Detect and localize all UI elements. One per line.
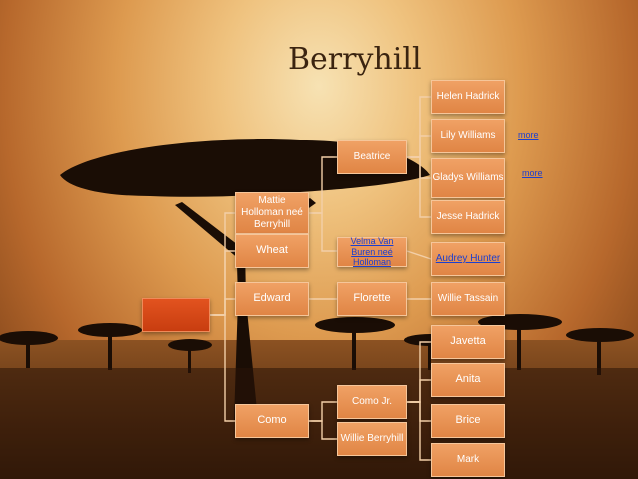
node-edward-label: Edward bbox=[253, 292, 291, 305]
node-audrey[interactable]: Audrey Hunter bbox=[431, 242, 505, 276]
node-audrey-link[interactable]: Audrey Hunter bbox=[435, 253, 501, 264]
node-lily: Lily Williams bbox=[431, 119, 505, 153]
node-velma[interactable]: Velma Van Buren neé Holloman bbox=[337, 235, 407, 268]
node-jesse-label: Jesse Hadrick bbox=[436, 211, 500, 222]
node-como: Como bbox=[235, 404, 309, 438]
node-willie-tassain: Willie Tassain bbox=[431, 282, 505, 316]
node-jesse: Jesse Hadrick bbox=[431, 200, 505, 234]
node-beatrice-label: Beatrice bbox=[353, 151, 391, 162]
node-mark: Mark bbox=[431, 443, 505, 477]
node-como-jr-label: Como Jr. bbox=[351, 396, 392, 407]
node-brice-label: Brice bbox=[455, 414, 481, 427]
node-velma-link[interactable]: Velma Van Buren neé Holloman bbox=[350, 235, 394, 268]
page-title: Berryhill bbox=[288, 42, 422, 77]
node-lily-label: Lily Williams bbox=[440, 130, 496, 141]
node-javetta: Javetta bbox=[431, 325, 505, 359]
node-willie-berryhill: Willie Berryhill bbox=[337, 422, 407, 456]
node-helen: Helen Hadrick bbox=[431, 80, 505, 114]
node-anita-label: Anita bbox=[455, 373, 481, 386]
node-gladys: Gladys Williams bbox=[431, 158, 505, 198]
more-link-lily[interactable]: more bbox=[518, 130, 539, 140]
node-beatrice: Beatrice bbox=[337, 140, 407, 174]
node-willie-berryhill-label: Willie Berryhill bbox=[340, 433, 404, 444]
node-florette-label: Florette bbox=[353, 292, 391, 305]
node-como-label: Como bbox=[257, 414, 287, 427]
node-javetta-label: Javetta bbox=[450, 335, 486, 348]
node-brice: Brice bbox=[431, 404, 505, 438]
node-wheat: Wheat bbox=[235, 234, 309, 268]
node-gladys-label: Gladys Williams bbox=[432, 172, 504, 183]
node-mattie: Mattie Holloman neé Berryhill bbox=[235, 192, 309, 234]
node-como-jr: Como Jr. bbox=[337, 385, 407, 419]
node-root bbox=[142, 298, 210, 332]
more-link-gladys[interactable]: more bbox=[522, 168, 543, 178]
node-wheat-label: Wheat bbox=[256, 244, 288, 257]
node-anita: Anita bbox=[431, 363, 505, 397]
node-helen-label: Helen Hadrick bbox=[436, 91, 500, 102]
node-edward: Edward bbox=[235, 282, 309, 316]
node-mark-label: Mark bbox=[456, 454, 480, 465]
node-willie-tassain-label: Willie Tassain bbox=[437, 293, 499, 304]
node-mattie-label: Mattie Holloman neé Berryhill bbox=[241, 195, 303, 230]
node-florette: Florette bbox=[337, 282, 407, 316]
